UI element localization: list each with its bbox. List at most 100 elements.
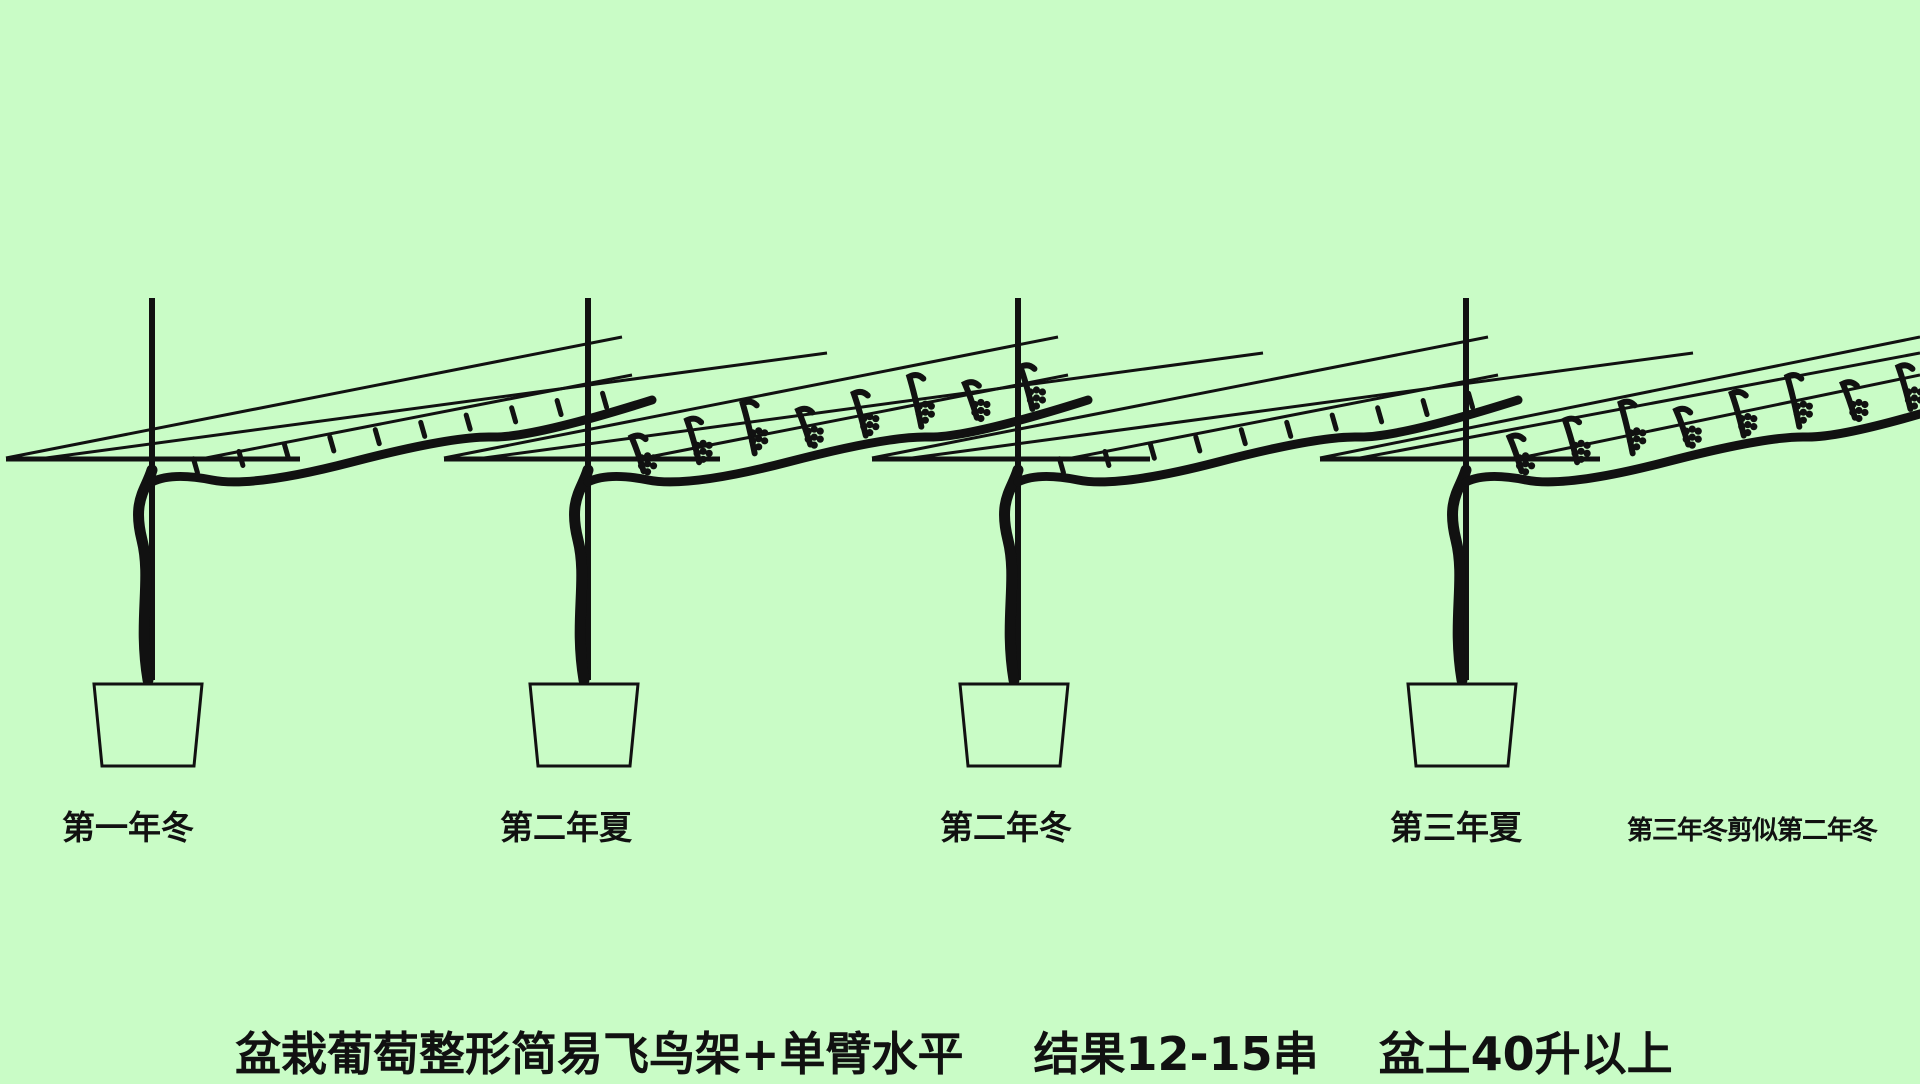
grape-berry <box>643 468 652 476</box>
vine-spur <box>1056 456 1066 476</box>
trellis-wire-3 <box>1071 373 1499 460</box>
trellis-wire-3 <box>643 373 1069 460</box>
grape-berry <box>1861 400 1869 409</box>
grape-cluster-icon <box>1026 386 1047 410</box>
trellis-wire-2 <box>483 351 1264 460</box>
grape-berry <box>637 454 646 462</box>
trellis-wire-1 <box>871 335 1489 460</box>
grape-berry <box>1026 388 1035 396</box>
pot-icon <box>92 682 204 768</box>
grape-berry <box>1032 386 1041 394</box>
vine-cordon <box>1461 409 1920 487</box>
grape-berry <box>1805 402 1813 410</box>
grape-berry <box>1633 443 1641 451</box>
vine-shoot <box>1783 372 1805 430</box>
vine-spur <box>236 448 246 468</box>
grape-berry <box>1904 388 1913 396</box>
grape-berry <box>755 427 763 435</box>
vine-cordon <box>1013 395 1523 487</box>
grape-berry <box>1799 408 1807 416</box>
grape-berry <box>1682 435 1690 443</box>
grape-berry <box>1849 408 1857 417</box>
grape-cluster-icon <box>1571 439 1591 463</box>
vine-cordon <box>147 395 657 487</box>
vine-spur <box>1466 390 1476 410</box>
vine-spur <box>1284 419 1294 439</box>
grape-cluster-icon <box>1627 427 1647 451</box>
grape-berry <box>977 414 985 423</box>
grape-berry <box>1571 441 1579 449</box>
vine-spur <box>1193 434 1203 454</box>
vine-trunk <box>1447 464 1472 686</box>
grape-berry <box>1583 441 1591 449</box>
vine-spur <box>1147 441 1157 461</box>
grape-cluster-icon <box>1738 413 1758 437</box>
grape-berry <box>1855 398 1863 407</box>
vine-spur <box>1329 412 1339 432</box>
grape-berry <box>1515 462 1524 470</box>
grape-cluster-icon <box>1515 452 1536 476</box>
stage-4 <box>1319 298 1920 768</box>
vine-spur <box>1420 398 1430 418</box>
grape-berry <box>1627 429 1635 437</box>
grape-berry <box>977 398 985 407</box>
trellis-wire-2 <box>45 351 828 460</box>
grape-berry <box>872 423 880 431</box>
stage-label-2: 第二年夏 <box>500 808 632 847</box>
grape-berry <box>804 435 812 443</box>
vine-spur <box>1238 427 1248 447</box>
grape-cluster-icon <box>860 413 880 437</box>
grape-berry <box>1793 410 1801 418</box>
grape-berry <box>755 435 763 443</box>
grape-berry <box>1799 416 1807 424</box>
grape-berry <box>915 402 923 410</box>
trellis-wire-1 <box>5 335 623 460</box>
grape-cluster-icon <box>915 400 935 424</box>
grape-berry <box>699 455 707 463</box>
grape-berry <box>1639 429 1647 437</box>
caption-soil: 盆土40升以上 <box>1378 1027 1673 1081</box>
grape-berry <box>1688 425 1696 433</box>
grape-berry <box>816 427 824 435</box>
grape-cluster-icon <box>1793 400 1813 424</box>
grape-berry <box>1744 413 1752 421</box>
grape-berry <box>749 437 757 445</box>
grape-berry <box>1744 429 1752 437</box>
grape-berry <box>971 408 979 417</box>
grape-berry <box>921 416 929 424</box>
vine-spur <box>327 434 337 454</box>
diagram-caption: 盆栽葡萄整形简易飞鸟架+单臂水平 结果12-15串 盆土40升以上 <box>235 1018 1673 1084</box>
vine-spur <box>600 390 610 410</box>
grape-berry <box>816 435 824 443</box>
grape-berry <box>1799 400 1807 408</box>
grape-cluster-icon <box>804 425 824 449</box>
grape-berry <box>761 437 769 445</box>
grape-berry <box>693 449 701 457</box>
pot-icon <box>958 682 1070 768</box>
grape-berry <box>1694 435 1702 443</box>
grape-berry <box>1026 396 1035 404</box>
grape-berry <box>749 429 757 437</box>
grape-berry <box>1793 402 1801 410</box>
trellis-wire-1 <box>443 335 1059 460</box>
grape-berry <box>1577 447 1585 455</box>
grape-berry <box>810 425 818 433</box>
vine-spur <box>463 412 473 432</box>
grape-berry <box>699 447 707 455</box>
grape-berry <box>1682 427 1690 435</box>
grape-berry <box>1515 454 1524 462</box>
grape-berry <box>1577 439 1585 447</box>
grape-berry <box>1577 455 1585 463</box>
grape-berry <box>983 400 991 409</box>
grape-berry <box>1750 423 1758 431</box>
trellis-wire-2 <box>1359 351 1920 460</box>
grape-berry <box>1738 423 1746 431</box>
grape-berry <box>1583 449 1591 457</box>
grape-berry <box>1032 394 1041 402</box>
grape-berry <box>1855 406 1863 415</box>
vine-spur <box>554 398 564 418</box>
vine-shoot <box>1617 398 1638 457</box>
grape-berry <box>1032 402 1041 410</box>
